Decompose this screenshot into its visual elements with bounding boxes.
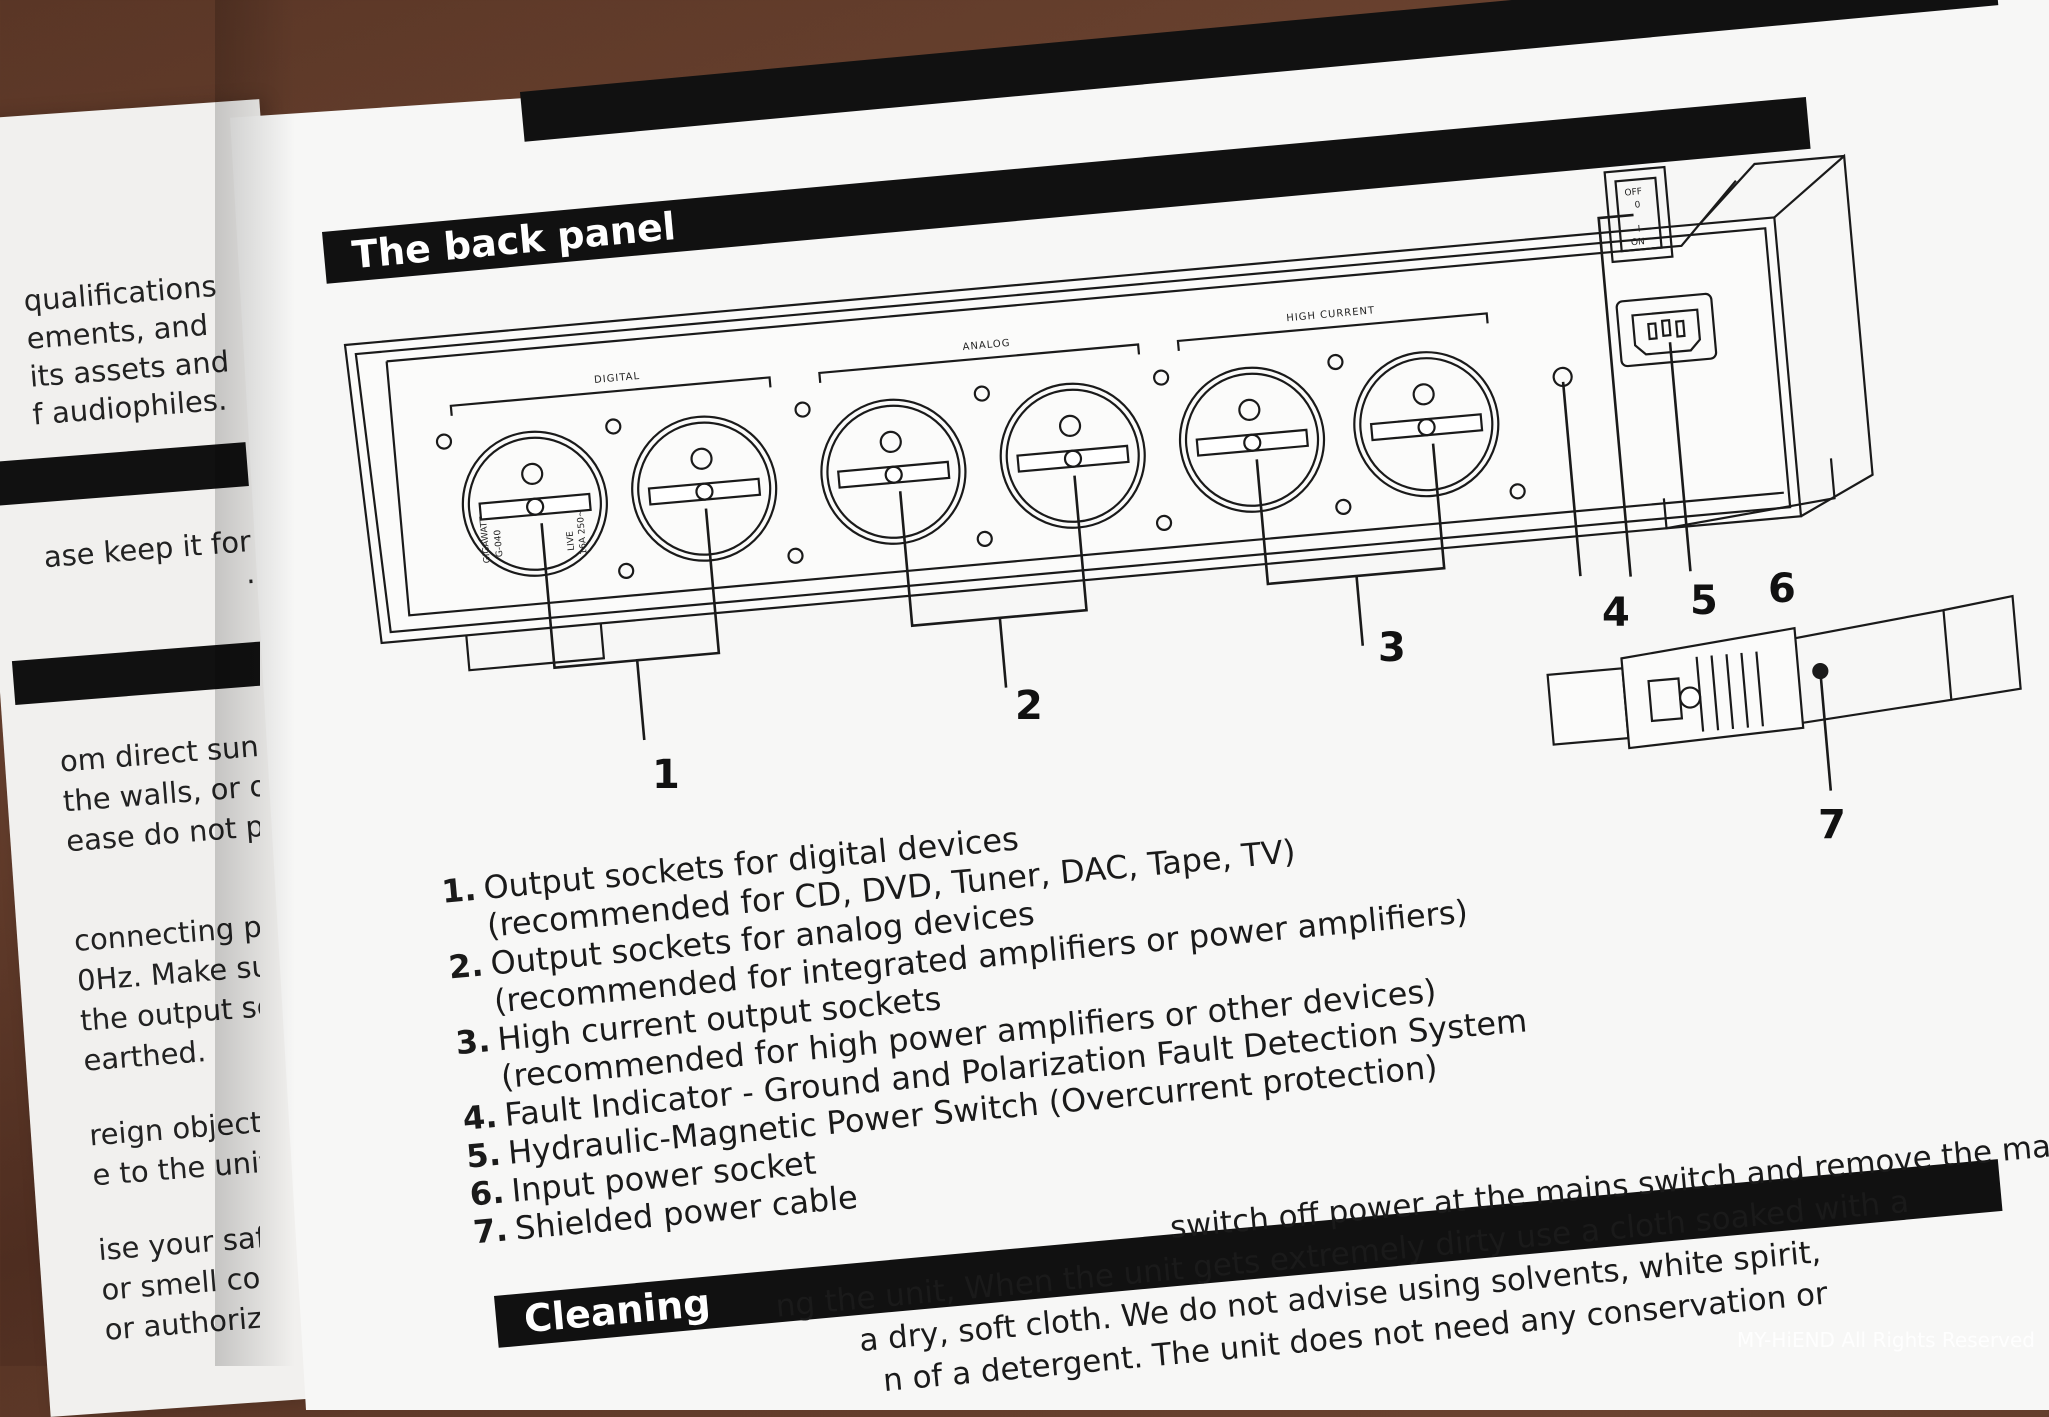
group-label-analog: ANALOG (962, 338, 1011, 353)
socket-high-current-2 (1327, 351, 1526, 500)
socket-analog-1 (794, 398, 993, 547)
callout-1: 1 (652, 752, 680, 798)
callout-6: 6 (1768, 566, 1796, 612)
socket-high-current-1 (1153, 366, 1352, 515)
chassis (343, 153, 1874, 672)
legend-num: 4. (461, 1096, 499, 1138)
socket-digital-1 (435, 430, 635, 579)
legend-num: 2. (447, 945, 485, 987)
legend-num: 7. (471, 1210, 510, 1252)
group-label-digital: DIGITAL (594, 371, 641, 386)
callout-5: 5 (1690, 578, 1718, 624)
legend-num: 1. (440, 869, 478, 911)
socket-model: G-040 (493, 529, 505, 557)
switch-label-o: 0 (1634, 200, 1641, 210)
power-cable (1546, 594, 2022, 791)
callout-4: 4 (1602, 590, 1630, 636)
legend-num: 6. (468, 1172, 506, 1214)
switch-label-on: ON (1631, 237, 1646, 248)
callout-2: 2 (1015, 683, 1043, 729)
callout-7: 7 (1818, 802, 1846, 848)
callout-3: 3 (1378, 625, 1406, 671)
socket-brand: GIGAWATT (479, 515, 493, 563)
legend-num: 3. (454, 1021, 492, 1063)
legend-num: 5. (464, 1134, 503, 1176)
iec-inlet (1615, 292, 1718, 368)
socket-rating: 16A 250~ (576, 509, 590, 555)
socket-live: LIVE (565, 530, 577, 551)
callout-lines (540, 213, 1692, 741)
back-panel-diagram: DIGITAL ANALOG HIGH CURRENT OFF ON 0 I G… (343, 153, 2022, 791)
watermark: MY-HiEND All Rights Reserved (1737, 1328, 2035, 1352)
switch-label-i: I (1637, 224, 1641, 234)
switch-label-off: OFF (1624, 187, 1642, 199)
